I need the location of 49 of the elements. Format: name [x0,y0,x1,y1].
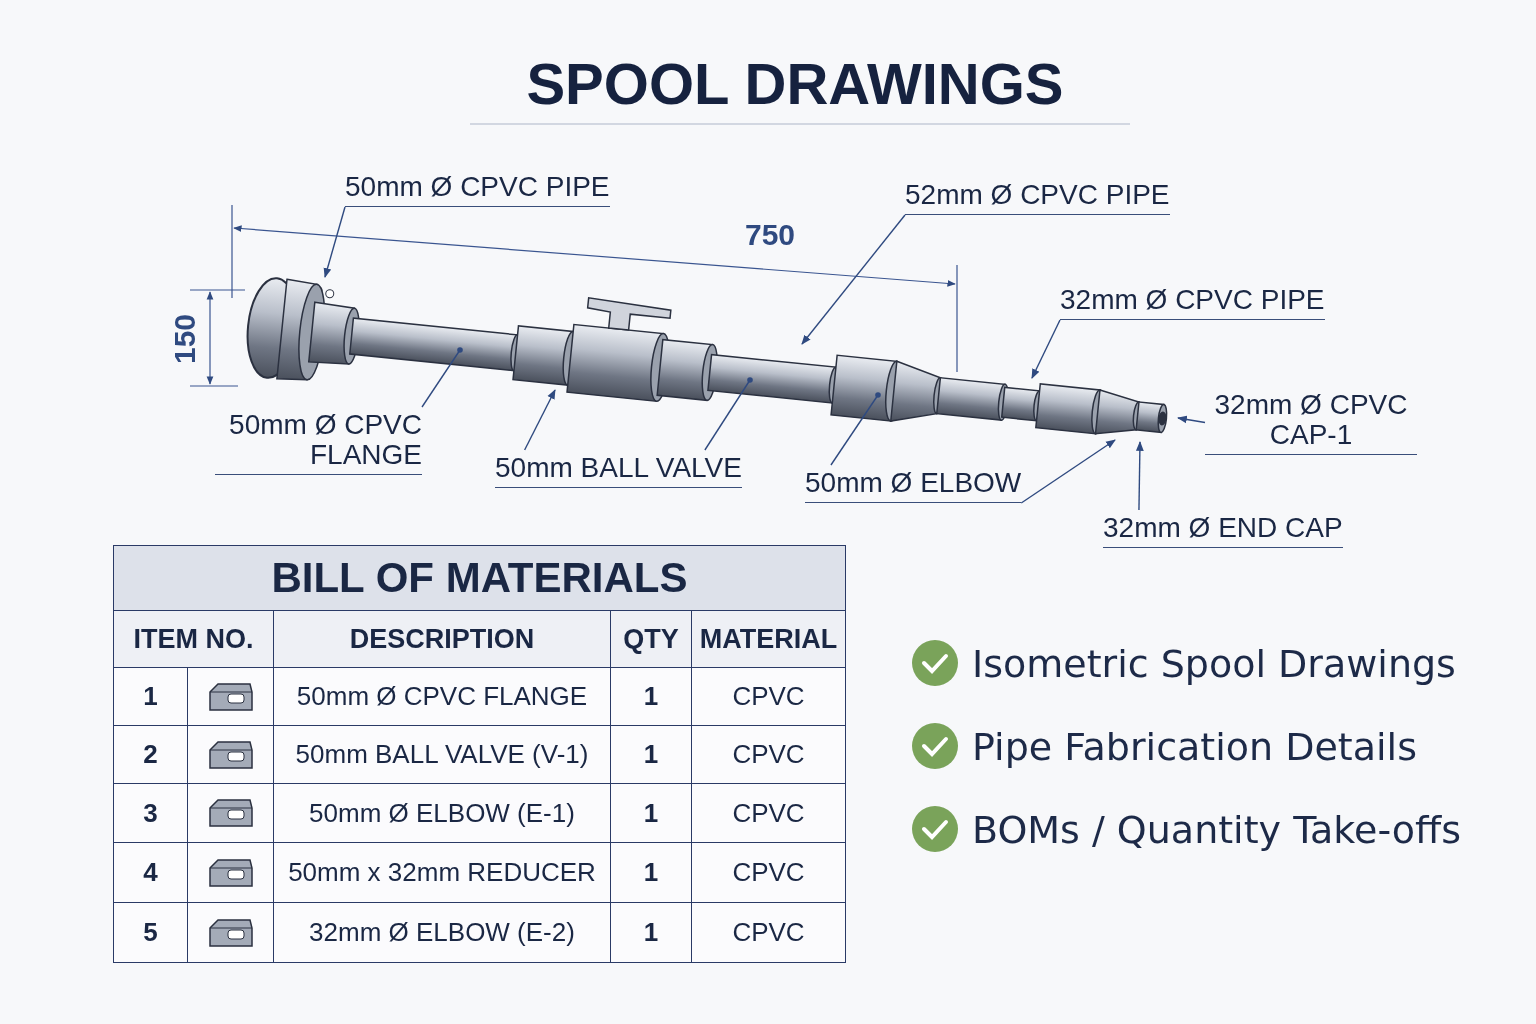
leader-line [523,389,556,451]
callout-label: 50mm BALL VALVE [495,453,742,488]
column-header: ITEM NO. [113,610,274,668]
column-header: DESCRIPTION [273,610,611,668]
material-cell: CPVC [691,842,846,903]
column-header: QTY [610,610,692,668]
table-title: BILL OF MATERIALS [113,545,846,611]
description-cell: 50mm Ø ELBOW (E-1) [273,783,611,843]
quantity-cell: 1 [610,783,692,843]
description-cell: 50mm x 32mm REDUCER [273,842,611,903]
leader-line [1135,441,1144,511]
dimension-text: 150 [168,313,203,365]
item-number-cell: 3 [113,783,188,843]
checklist-item: Pipe Fabrication Details [972,725,1417,769]
callout-label: 50mm Ø ELBOW [805,468,1022,503]
callout-label: 32mm Ø CPVC CAP-1 [1205,390,1417,455]
item-number-cell: 5 [113,902,188,963]
dimension-text: 750 [745,218,796,252]
quantity-cell: 1 [610,842,692,903]
description-cell: 50mm Ø CPVC FLANGE [273,667,611,726]
leader-line [421,347,463,408]
callout-label: 52mm Ø CPVC PIPE [905,180,1170,215]
checklist-item: Isometric Spool Drawings [972,642,1456,686]
leader-line [1020,439,1116,504]
quantity-cell: 1 [610,725,692,784]
material-cell: CPVC [691,725,846,784]
callout-label: 50mm Ø CPVC PIPE [345,172,610,207]
callout-label: 50mm Ø CPVC FLANGE [215,410,422,475]
material-cell: CPVC [691,902,846,963]
quantity-cell: 1 [610,667,692,726]
quantity-cell: 1 [610,902,692,963]
description-cell: 32mm Ø ELBOW (E-2) [273,902,611,963]
description-cell: 50mm BALL VALVE (V-1) [273,725,611,784]
item-number-cell: 1 [113,667,188,726]
item-number-cell: 4 [113,842,188,903]
leader-line [830,392,881,466]
column-header: MATERIAL [691,610,846,668]
callout-label: 32mm Ø CPVC PIPE [1060,285,1325,320]
leader-line [801,214,906,345]
title: SPOOL DRAWINGS [525,50,1065,117]
material-cell: CPVC [691,667,846,726]
leader-line [323,206,346,278]
leader-line [1031,319,1061,379]
item-number-cell: 2 [113,725,188,784]
leader-line [1177,415,1206,424]
checklist-item: BOMs / Quantity Take-offs [972,808,1462,852]
leader-line [704,377,753,451]
material-cell: CPVC [691,783,846,843]
callout-label: 32mm Ø END CAP [1103,513,1343,548]
